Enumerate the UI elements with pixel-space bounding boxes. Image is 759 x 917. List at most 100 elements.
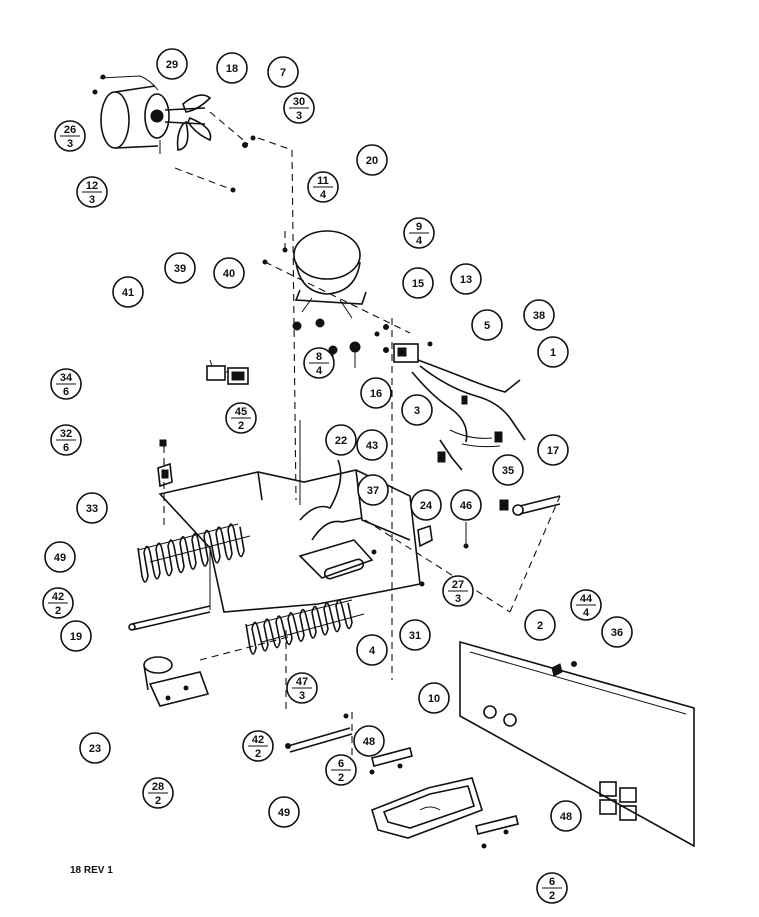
callout-circle bbox=[401, 394, 433, 426]
callout-part-number: 7 bbox=[280, 67, 286, 79]
callout-quantity: 4 bbox=[583, 607, 590, 619]
drain-pan bbox=[371, 777, 483, 839]
callout-quantity: 3 bbox=[67, 138, 73, 150]
callout-quantity: 2 bbox=[55, 605, 61, 617]
callout-part-number: 39 bbox=[174, 263, 186, 275]
revision-label: 18 REV 1 bbox=[70, 865, 113, 876]
callout-part-number: 32 bbox=[60, 428, 72, 440]
left-side-brackets bbox=[157, 439, 173, 530]
callout-circle bbox=[213, 257, 245, 289]
condenser-coil-left bbox=[137, 523, 251, 583]
callout-circle bbox=[44, 541, 76, 573]
callout-circle bbox=[353, 725, 385, 757]
callout-circle bbox=[399, 619, 431, 651]
callout-c18: 18 bbox=[216, 52, 248, 84]
callout-part-number: 28 bbox=[152, 781, 164, 793]
callout-quantity: 2 bbox=[549, 890, 555, 902]
callout-quantity: 6 bbox=[63, 386, 69, 398]
callout-part-number: 3 bbox=[414, 405, 420, 417]
callout-c4: 4 bbox=[356, 634, 388, 666]
callout-c23: 23 bbox=[79, 732, 111, 764]
callout-circle bbox=[79, 732, 111, 764]
front-kick-panel bbox=[459, 640, 695, 848]
callout-c20: 20 bbox=[356, 144, 388, 176]
callout-c35: 35 bbox=[492, 454, 524, 486]
callout-part-number: 49 bbox=[54, 552, 66, 564]
callout-quantity: 3 bbox=[299, 690, 305, 702]
callout-c6-2b: 62 bbox=[536, 872, 568, 904]
callout-circle bbox=[112, 276, 144, 308]
callout-c2: 2 bbox=[524, 609, 556, 641]
callout-circle bbox=[76, 492, 108, 524]
callout-c10: 10 bbox=[418, 682, 450, 714]
callout-circle bbox=[356, 634, 388, 666]
callout-part-number: 20 bbox=[366, 155, 378, 167]
callout-circle bbox=[418, 682, 450, 714]
callout-c44-4: 444 bbox=[570, 589, 602, 621]
callout-part-number: 18 bbox=[226, 63, 238, 75]
callout-c28-2: 282 bbox=[142, 777, 174, 809]
compressor bbox=[262, 228, 411, 370]
callout-part-number: 9 bbox=[416, 221, 422, 233]
callout-c45-2: 452 bbox=[225, 402, 257, 434]
callout-c36: 36 bbox=[601, 616, 633, 648]
drain-pan-clips bbox=[369, 747, 519, 849]
callout-circle bbox=[450, 489, 482, 521]
callout-part-number: 44 bbox=[580, 593, 593, 605]
callout-part-number: 34 bbox=[60, 372, 73, 384]
callout-part-number: 42 bbox=[52, 591, 64, 603]
condenser-coil-right bbox=[245, 599, 365, 655]
callout-part-number: 2 bbox=[537, 620, 543, 632]
thermistor-probe bbox=[499, 495, 561, 516]
callout-c42-2a: 422 bbox=[42, 587, 74, 619]
callout-c5: 5 bbox=[471, 309, 503, 341]
callout-c12-3: 123 bbox=[76, 176, 108, 208]
callout-c47-3: 473 bbox=[286, 672, 318, 704]
callout-circle bbox=[410, 489, 442, 521]
callout-part-number: 31 bbox=[409, 630, 421, 642]
relay-overload-block bbox=[374, 318, 433, 680]
callout-c34-6: 346 bbox=[50, 368, 82, 400]
condenser-fan-motor-assembly bbox=[92, 74, 297, 501]
callout-part-number: 23 bbox=[89, 743, 101, 755]
callout-part-number: 1 bbox=[550, 347, 556, 359]
callout-c19: 19 bbox=[60, 620, 92, 652]
callout-c39: 39 bbox=[164, 252, 196, 284]
callout-part-number: 15 bbox=[412, 278, 424, 290]
callout-c48a: 48 bbox=[353, 725, 385, 757]
defrost-timer-bracket bbox=[143, 635, 293, 707]
callout-circle bbox=[356, 144, 388, 176]
machine-compartment-base bbox=[158, 469, 425, 760]
callout-part-number: 17 bbox=[547, 445, 559, 457]
callout-c22: 22 bbox=[325, 424, 357, 456]
callout-part-number: 49 bbox=[278, 807, 290, 819]
callout-circle bbox=[402, 267, 434, 299]
callout-part-number: 47 bbox=[296, 676, 308, 688]
callout-circle bbox=[537, 434, 569, 466]
support-rod-left bbox=[128, 605, 211, 631]
callout-part-number: 46 bbox=[460, 500, 472, 512]
callout-circle bbox=[492, 454, 524, 486]
callout-c48b: 48 bbox=[550, 800, 582, 832]
callout-c11-4: 114 bbox=[307, 171, 339, 203]
callout-part-number: 11 bbox=[317, 175, 329, 187]
callout-c46: 46 bbox=[450, 489, 482, 521]
callout-part-number: 8 bbox=[316, 351, 322, 363]
callout-quantity: 2 bbox=[238, 420, 244, 432]
callout-part-number: 16 bbox=[370, 388, 382, 400]
drier-tube-assembly bbox=[299, 420, 363, 541]
callout-c27-3: 273 bbox=[442, 575, 474, 607]
callout-part-number: 30 bbox=[293, 96, 305, 108]
callout-part-number: 33 bbox=[86, 503, 98, 515]
callout-part-number: 29 bbox=[166, 59, 178, 71]
callout-circle bbox=[537, 336, 569, 368]
callout-circle bbox=[360, 377, 392, 409]
callout-c8-4: 84 bbox=[303, 347, 335, 379]
callout-circle bbox=[267, 56, 299, 88]
callout-part-number: 13 bbox=[460, 274, 472, 286]
support-rod-center bbox=[285, 713, 353, 753]
callout-circle bbox=[450, 263, 482, 295]
callout-quantity: 2 bbox=[338, 772, 344, 784]
callout-c30-3: 303 bbox=[283, 92, 315, 124]
callout-part-number: 45 bbox=[235, 406, 247, 418]
